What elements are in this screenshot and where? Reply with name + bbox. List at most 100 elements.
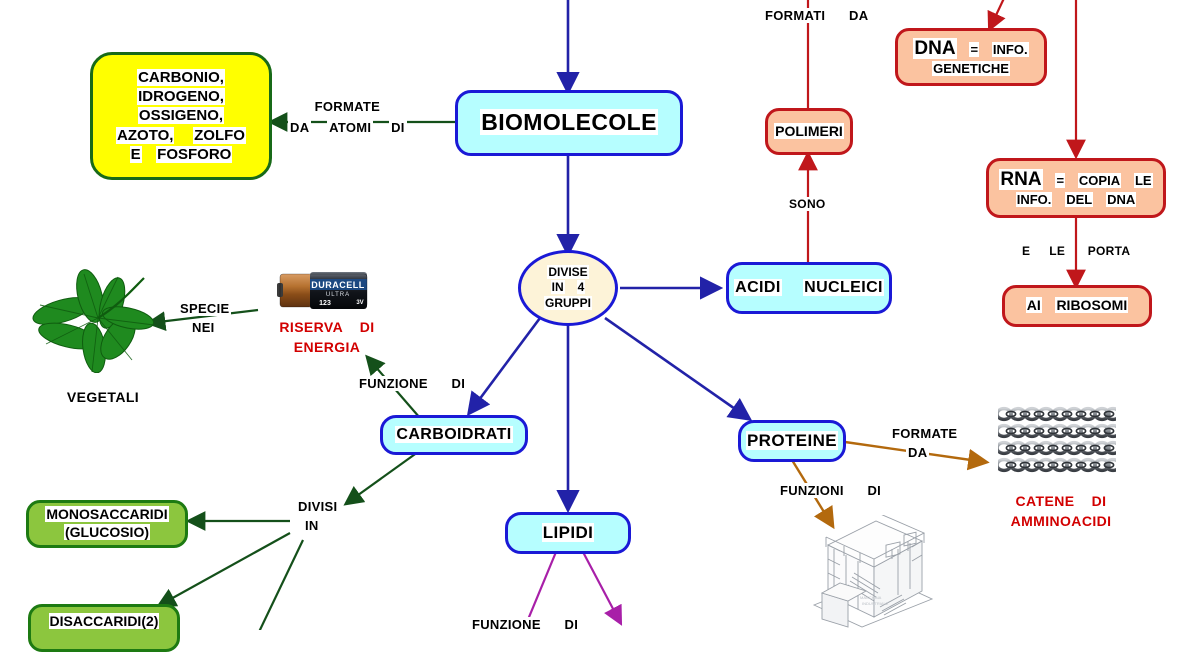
divise-line-2b: 4 xyxy=(576,280,586,295)
node-rna[interactable]: RNA = COPIA LE INFO. DEL DNA xyxy=(986,158,1166,218)
svg-text:DURACELL: DURACELL xyxy=(311,280,365,290)
monosaccaridi-line-1: MONOSACCARIDI xyxy=(45,506,169,523)
elementi-line-2: IDROGENO, xyxy=(137,88,225,106)
edge-divise-to-proteine xyxy=(604,316,753,421)
rna-copia: COPIA xyxy=(1077,172,1122,188)
disaccaridi-line-1: DISACCARIDI(2) xyxy=(48,613,160,629)
edge-label-specie-nei: SPECIE NEI xyxy=(178,300,232,338)
da-label-prot: DA xyxy=(906,444,930,460)
node-acidi-nucleici[interactable]: ACIDI NUCLEICI xyxy=(726,262,892,314)
edge-label-funzioni-di-proteine: FUNZIONI DI xyxy=(778,482,884,501)
caption-riserva-di-energia: RISERVA DI ENERGIA xyxy=(262,318,392,357)
edge-carboidrati-to-divisi xyxy=(343,451,419,506)
le-label: LE xyxy=(1047,244,1068,258)
industrial-machine-drawing: MACCHINA INDUSTRIALE xyxy=(800,512,940,630)
vegetali-label: VEGETALI xyxy=(66,389,140,405)
proteine-label: PROTEINE xyxy=(745,431,839,451)
edge-label-formate-da-atomi-di: FORMATE DA ATOMI DI xyxy=(288,98,407,138)
da-label-2: DA xyxy=(847,8,871,23)
dna-info: INFO. xyxy=(991,41,1029,57)
edge-label-sono: SONO xyxy=(787,196,828,213)
formati-label: FORMATI xyxy=(763,8,828,23)
edge-divisi-to-below xyxy=(258,539,304,630)
concept-map-canvas: BIOMOLECOLE CARBONIO, IDROGENO, OSSIGENO… xyxy=(26,0,1166,652)
duracell-battery-image: DURACELL ULTRA 123 3V xyxy=(277,266,369,314)
edge-label-formate-da-proteine: FORMATE DA xyxy=(890,425,960,463)
atomi-label: ATOMI xyxy=(327,119,374,135)
ai-label: AI xyxy=(1025,297,1042,314)
di-label-riserva: DI xyxy=(359,319,375,335)
funzione-label-carbo: FUNZIONE xyxy=(357,376,430,391)
sono-label: SONO xyxy=(787,197,828,211)
edge-top-to-dna xyxy=(987,0,1006,32)
elementi-line-4b: ZOLFO xyxy=(193,126,246,144)
edge-label-formati-da: FORMATI DA xyxy=(763,7,871,26)
da-label: DA xyxy=(288,119,312,135)
ribosomi-label: RIBOSOMI xyxy=(1055,297,1129,314)
svg-text:ULTRA: ULTRA xyxy=(326,292,350,298)
node-divise-in-4-gruppi[interactable]: DIVISE IN 4 GRUPPI xyxy=(518,250,618,326)
funzioni-label: FUNZIONI xyxy=(778,483,846,498)
monosaccaridi-line-2: (GLUCOSIO) xyxy=(64,524,150,540)
divise-line-1: DIVISE xyxy=(547,264,589,279)
rna-dna: DNA xyxy=(1106,191,1137,207)
porta-label: PORTA xyxy=(1085,244,1133,258)
dna-label: DNA xyxy=(913,37,957,59)
catene-label: CATENE xyxy=(1015,493,1075,509)
nei-label: NEI xyxy=(190,319,217,335)
svg-text:3V: 3V xyxy=(356,300,363,306)
metal-chains-image xyxy=(995,405,1122,493)
elementi-line-5a: E xyxy=(129,145,142,163)
polimeri-label: POLIMERI xyxy=(774,122,844,139)
green-leaf-icon xyxy=(32,268,164,374)
di-label-carbo: DI xyxy=(449,376,468,391)
lipidi-label: LIPIDI xyxy=(541,523,595,543)
in-label: IN xyxy=(303,517,321,533)
node-carboidrati[interactable]: CARBOIDRATI xyxy=(380,415,528,455)
rna-info: INFO. xyxy=(1015,191,1053,207)
svg-text:INDUSTRIALE: INDUSTRIALE xyxy=(862,601,889,606)
elementi-line-3: OSSIGENO, xyxy=(137,107,225,125)
node-biomolecole[interactable]: BIOMOLECOLE xyxy=(455,90,683,156)
elementi-line-1: CARBONIO, xyxy=(137,69,225,87)
node-ai-ribosomi[interactable]: AI RIBOSOMI xyxy=(1002,285,1152,327)
edge-label-funzione-di-carboidrati: FUNZIONE DI xyxy=(357,375,468,394)
nucleici-label: NUCLEICI xyxy=(803,278,884,296)
di-label-catene: DI xyxy=(1091,493,1107,509)
caption-vegetali: VEGETALI xyxy=(38,388,168,408)
formate-label: FORMATE xyxy=(312,99,383,114)
node-dna[interactable]: DNA = INFO. GENETICHE xyxy=(895,28,1047,86)
divisi-label: DIVISI xyxy=(296,499,340,514)
edge-label-divisi-in: DIVISI IN xyxy=(296,498,340,536)
e-label: E xyxy=(1020,244,1033,258)
svg-text:MACCHINA: MACCHINA xyxy=(860,595,882,600)
edge-divise-to-carboidrati xyxy=(466,317,542,417)
elementi-line-5b: FOSFORO xyxy=(156,145,233,163)
acidi-label: ACIDI xyxy=(734,278,782,296)
node-monosaccaridi[interactable]: MONOSACCARIDI (GLUCOSIO) xyxy=(26,500,188,548)
node-polimeri[interactable]: POLIMERI xyxy=(765,108,853,155)
di-label-lip: DI xyxy=(562,617,581,632)
divise-line-2a: IN xyxy=(550,280,565,295)
node-biomolecole-label: BIOMOLECOLE xyxy=(480,109,658,136)
rna-le: LE xyxy=(1133,172,1153,188)
dna-genetiche: GENETICHE xyxy=(932,60,1010,76)
amminoacidi-label: AMMINOACIDI xyxy=(1010,512,1112,529)
riserva-label: RISERVA xyxy=(279,319,343,335)
rna-del: DEL xyxy=(1065,191,1094,207)
carboidrati-label: CARBOIDRATI xyxy=(395,425,513,443)
elementi-line-4a: AZOTO, xyxy=(116,126,175,144)
rna-label: RNA xyxy=(999,168,1043,190)
divise-line-3: GRUPPI xyxy=(543,295,592,310)
edge-lipidi-right xyxy=(582,551,623,626)
di-label-prot: DI xyxy=(865,483,884,498)
node-proteine[interactable]: PROTEINE xyxy=(738,420,846,462)
edge-label-funzione-di-lipidi: FUNZIONE DI xyxy=(470,616,581,635)
dna-equals: = xyxy=(969,41,980,57)
node-elementi-chimici[interactable]: CARBONIO, IDROGENO, OSSIGENO, AZOTO, ZOL… xyxy=(90,52,272,180)
node-disaccaridi[interactable]: DISACCARIDI(2) xyxy=(28,604,180,652)
svg-text:123: 123 xyxy=(319,300,331,307)
di-label: DI xyxy=(389,119,407,135)
energia-label: ENERGIA xyxy=(293,338,361,355)
node-lipidi[interactable]: LIPIDI xyxy=(505,512,631,554)
